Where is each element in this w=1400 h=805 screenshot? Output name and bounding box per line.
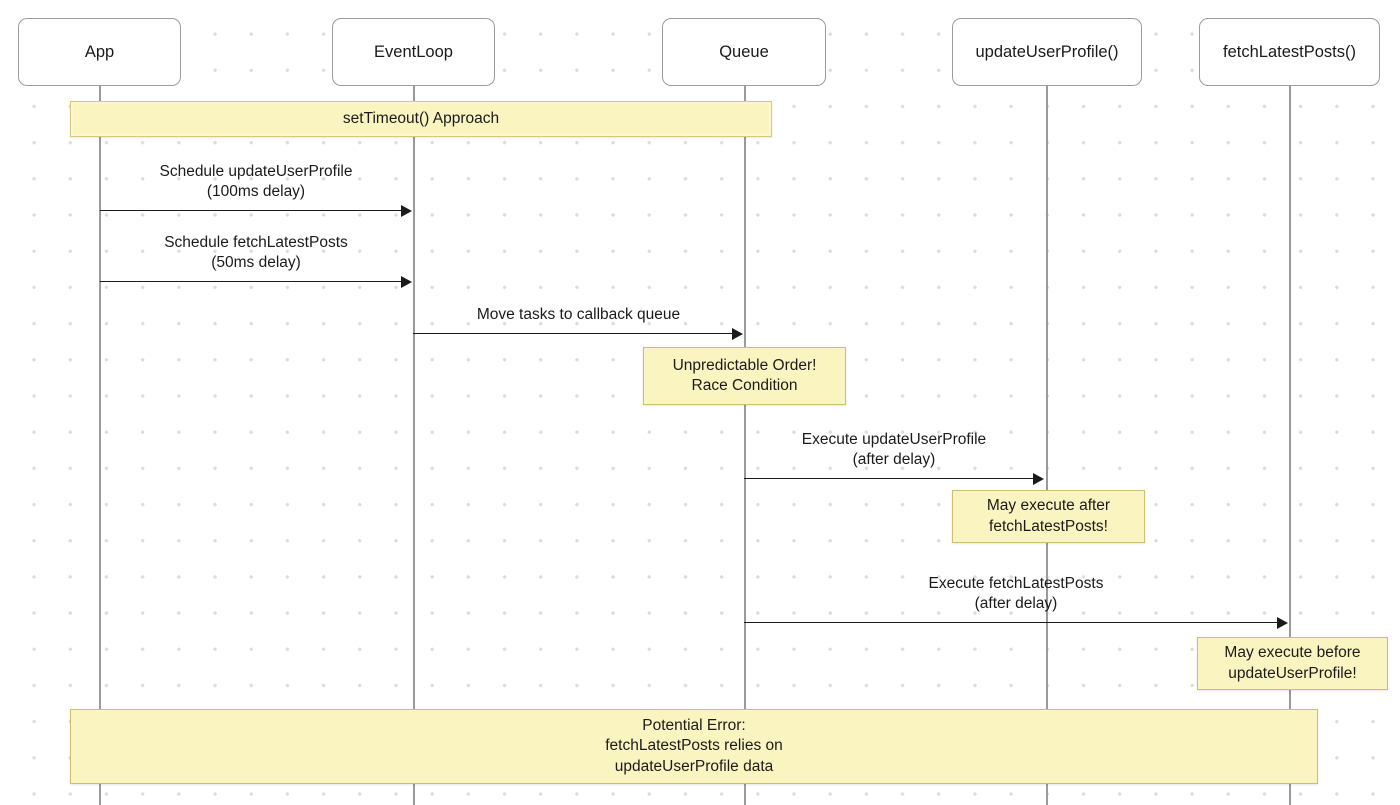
message-label: Schedule updateUserProfile (100ms delay) <box>159 163 353 200</box>
note-may-execute-before: May execute before updateUserProfile! <box>1197 637 1388 690</box>
note-text: May execute after fetchLatestPosts! <box>986 497 1111 535</box>
message-execute-updateuserprofile[interactable]: Execute updateUserProfile (after delay) <box>744 419 1044 485</box>
note-potential-error: Potential Error: fetchLatestPosts relies… <box>70 709 1318 784</box>
lifeline-fetchlatestposts <box>1289 86 1291 805</box>
message-label: Execute updateUserProfile (after delay) <box>801 431 987 468</box>
message-label: Move tasks to callback queue <box>476 306 681 323</box>
participant-app[interactable]: App <box>18 18 181 86</box>
note-text: Unpredictable Order! Race Condition <box>672 356 817 395</box>
note-settimeout-approach: setTimeout() Approach <box>70 101 772 137</box>
message-line <box>413 333 737 334</box>
note-unpredictable-order: Unpredictable Order! Race Condition <box>643 347 846 405</box>
lifeline-eventloop <box>413 86 415 805</box>
message-line <box>744 622 1282 623</box>
participant-label-eventloop: EventLoop <box>374 42 453 61</box>
participant-queue[interactable]: Queue <box>662 18 826 86</box>
message-line <box>100 210 406 211</box>
lifeline-updateuserprofile <box>1046 86 1048 805</box>
message-label: Execute fetchLatestPosts (after delay) <box>928 575 1104 612</box>
lifeline-queue <box>744 86 746 805</box>
message-schedule-fetchlatestposts[interactable]: Schedule fetchLatestPosts (50ms delay) <box>100 222 412 288</box>
message-schedule-updateuserprofile[interactable]: Schedule updateUserProfile (100ms delay) <box>100 151 412 217</box>
arrowhead-icon <box>1277 616 1288 629</box>
note-may-execute-after: May execute after fetchLatestPosts! <box>952 490 1145 543</box>
participant-label-app: App <box>84 42 115 61</box>
note-text: setTimeout() Approach <box>342 109 500 127</box>
arrowhead-icon <box>1033 472 1044 485</box>
message-label: Schedule fetchLatestPosts (50ms delay) <box>164 234 348 271</box>
arrowhead-icon <box>732 327 743 340</box>
arrowhead-icon <box>401 275 412 288</box>
participant-fetchlatestposts[interactable]: fetchLatestPosts() <box>1199 18 1380 86</box>
message-line <box>744 478 1038 479</box>
message-line <box>100 281 406 282</box>
participant-label-updateuserprofile: updateUserProfile() <box>975 42 1119 61</box>
note-text: Potential Error: fetchLatestPosts relies… <box>605 716 783 775</box>
note-text: May execute before updateUserProfile! <box>1224 644 1361 682</box>
lifeline-app <box>99 86 101 805</box>
participant-label-queue: Queue <box>719 42 769 61</box>
participant-label-fetchlatestposts: fetchLatestPosts() <box>1223 42 1356 61</box>
arrowhead-icon <box>401 204 412 217</box>
participant-updateuserprofile[interactable]: updateUserProfile() <box>952 18 1142 86</box>
message-move-tasks-to-callback-queue[interactable]: Move tasks to callback queue <box>413 294 744 340</box>
message-execute-fetchlatestposts[interactable]: Execute fetchLatestPosts (after delay) <box>744 563 1288 629</box>
participant-eventloop[interactable]: EventLoop <box>332 18 495 86</box>
